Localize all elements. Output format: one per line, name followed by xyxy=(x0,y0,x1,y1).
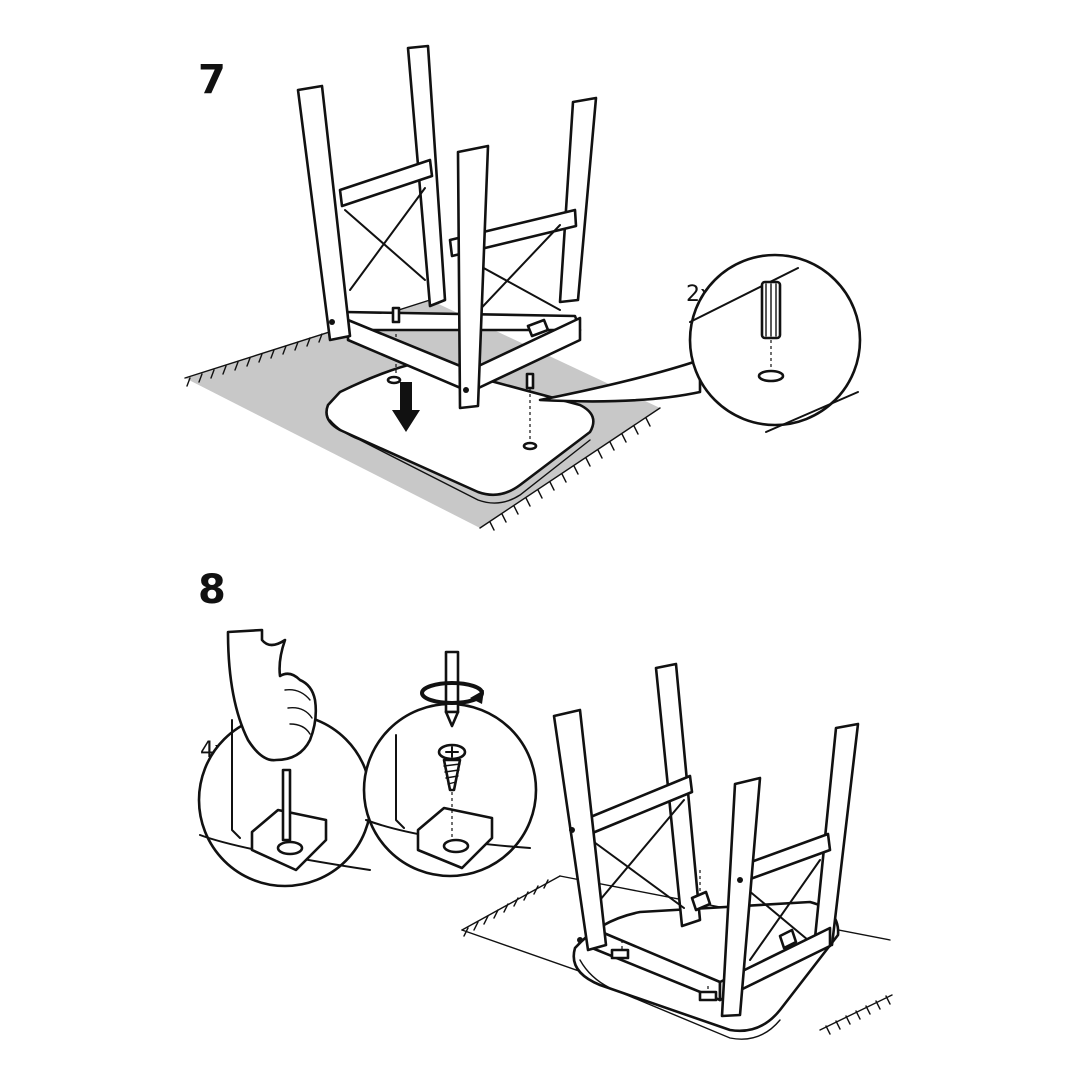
assembled-stool xyxy=(461,662,893,1040)
step-7-number: 7 xyxy=(198,57,226,103)
clockwise-rotation-icon xyxy=(420,681,484,705)
screwdriver-callout xyxy=(197,628,373,888)
dowel-detail-callout xyxy=(538,253,862,433)
stool-frame xyxy=(296,44,598,410)
step-7-illustration xyxy=(184,44,862,531)
seat-hole-left xyxy=(386,375,402,385)
screw-callout xyxy=(362,650,538,878)
step-8-number: 8 xyxy=(198,567,226,613)
down-arrow-icon xyxy=(392,382,420,432)
step-8-illustration xyxy=(197,628,893,1040)
rug-fringe xyxy=(184,299,661,531)
stool-seat xyxy=(325,360,595,497)
screw-icon xyxy=(437,743,467,792)
hand-icon xyxy=(226,628,318,762)
